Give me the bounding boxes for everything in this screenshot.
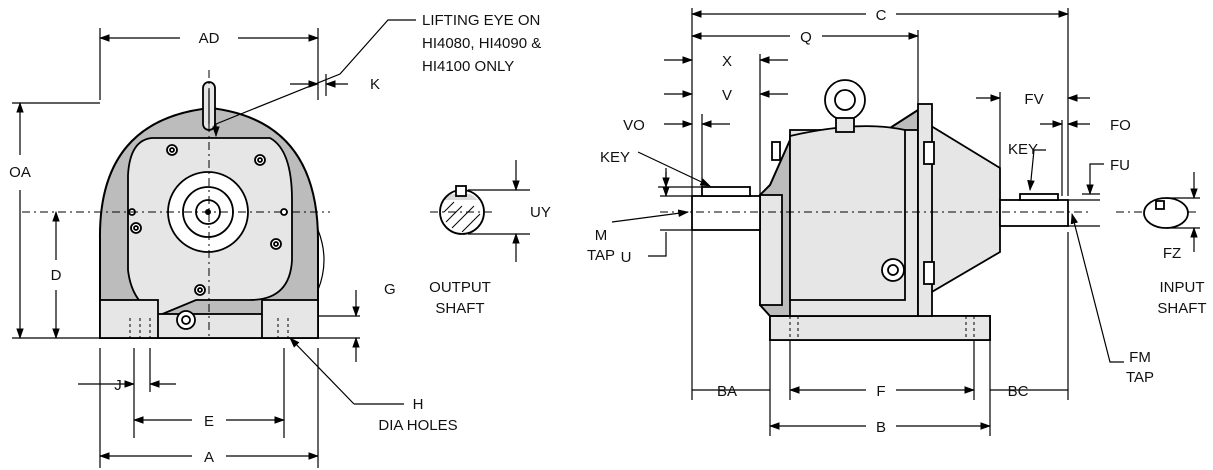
dim-F: F (876, 383, 885, 400)
front-foot-left (99, 299, 159, 339)
note-lifting-eye-1: LIFTING EYE ON (422, 12, 540, 29)
note-input: INPUT (1160, 279, 1205, 296)
output-shaft-detail: UY OUTPUT SHAFT (429, 160, 551, 317)
dim-key-right: KEY (1008, 141, 1038, 158)
front-foot-right (261, 299, 319, 339)
dim-BC: BC (1008, 383, 1029, 400)
note-output-shaft: SHAFT (435, 300, 484, 317)
dim-D: D (51, 267, 62, 284)
dim-U: U (621, 249, 632, 266)
note-dia-holes: DIA HOLES (378, 417, 457, 434)
dim-VO: VO (623, 117, 645, 134)
dim-G: G (384, 281, 396, 298)
dim-C: C (876, 7, 887, 24)
front-view: AD K OA D G J E A H DIA HOLES (9, 12, 541, 468)
dim-OA: OA (9, 164, 31, 181)
dim-FV: FV (1024, 91, 1043, 108)
dim-Q: Q (800, 29, 812, 46)
dim-B: B (876, 419, 886, 436)
side-input-shaft (999, 199, 1069, 227)
side-output-shaft (691, 195, 761, 231)
note-output: OUTPUT (429, 279, 491, 296)
dim-UY: UY (530, 204, 551, 221)
note-fm: FM (1129, 349, 1151, 366)
input-shaft-detail: FZ INPUT SHAFT (1143, 172, 1207, 317)
note-lifting-eye-3: HI4100 ONLY (422, 58, 514, 75)
note-m-tap: TAP (587, 247, 615, 264)
dim-FO: FO (1110, 117, 1131, 134)
note-lifting-eye-2: HI4080, HI4090 & (422, 35, 541, 52)
dim-J: J (114, 377, 122, 394)
dim-V: V (722, 87, 732, 104)
note-m: M (595, 227, 608, 244)
dim-E: E (204, 413, 214, 430)
dim-FZ: FZ (1163, 245, 1181, 262)
note-h: H (413, 396, 424, 413)
dim-AD: AD (199, 30, 220, 47)
dim-BA: BA (717, 383, 737, 400)
dim-key-left: KEY (600, 149, 630, 166)
front-bolts (128, 144, 288, 330)
note-fm-tap: TAP (1126, 369, 1154, 386)
dim-X: X (722, 53, 732, 70)
side-view: C Q X V VO KEY M TAP U FV (587, 7, 1200, 436)
dim-FU: FU (1110, 157, 1130, 174)
note-input-shaft: SHAFT (1157, 300, 1206, 317)
dim-K: K (370, 76, 380, 93)
dim-A: A (204, 449, 214, 466)
